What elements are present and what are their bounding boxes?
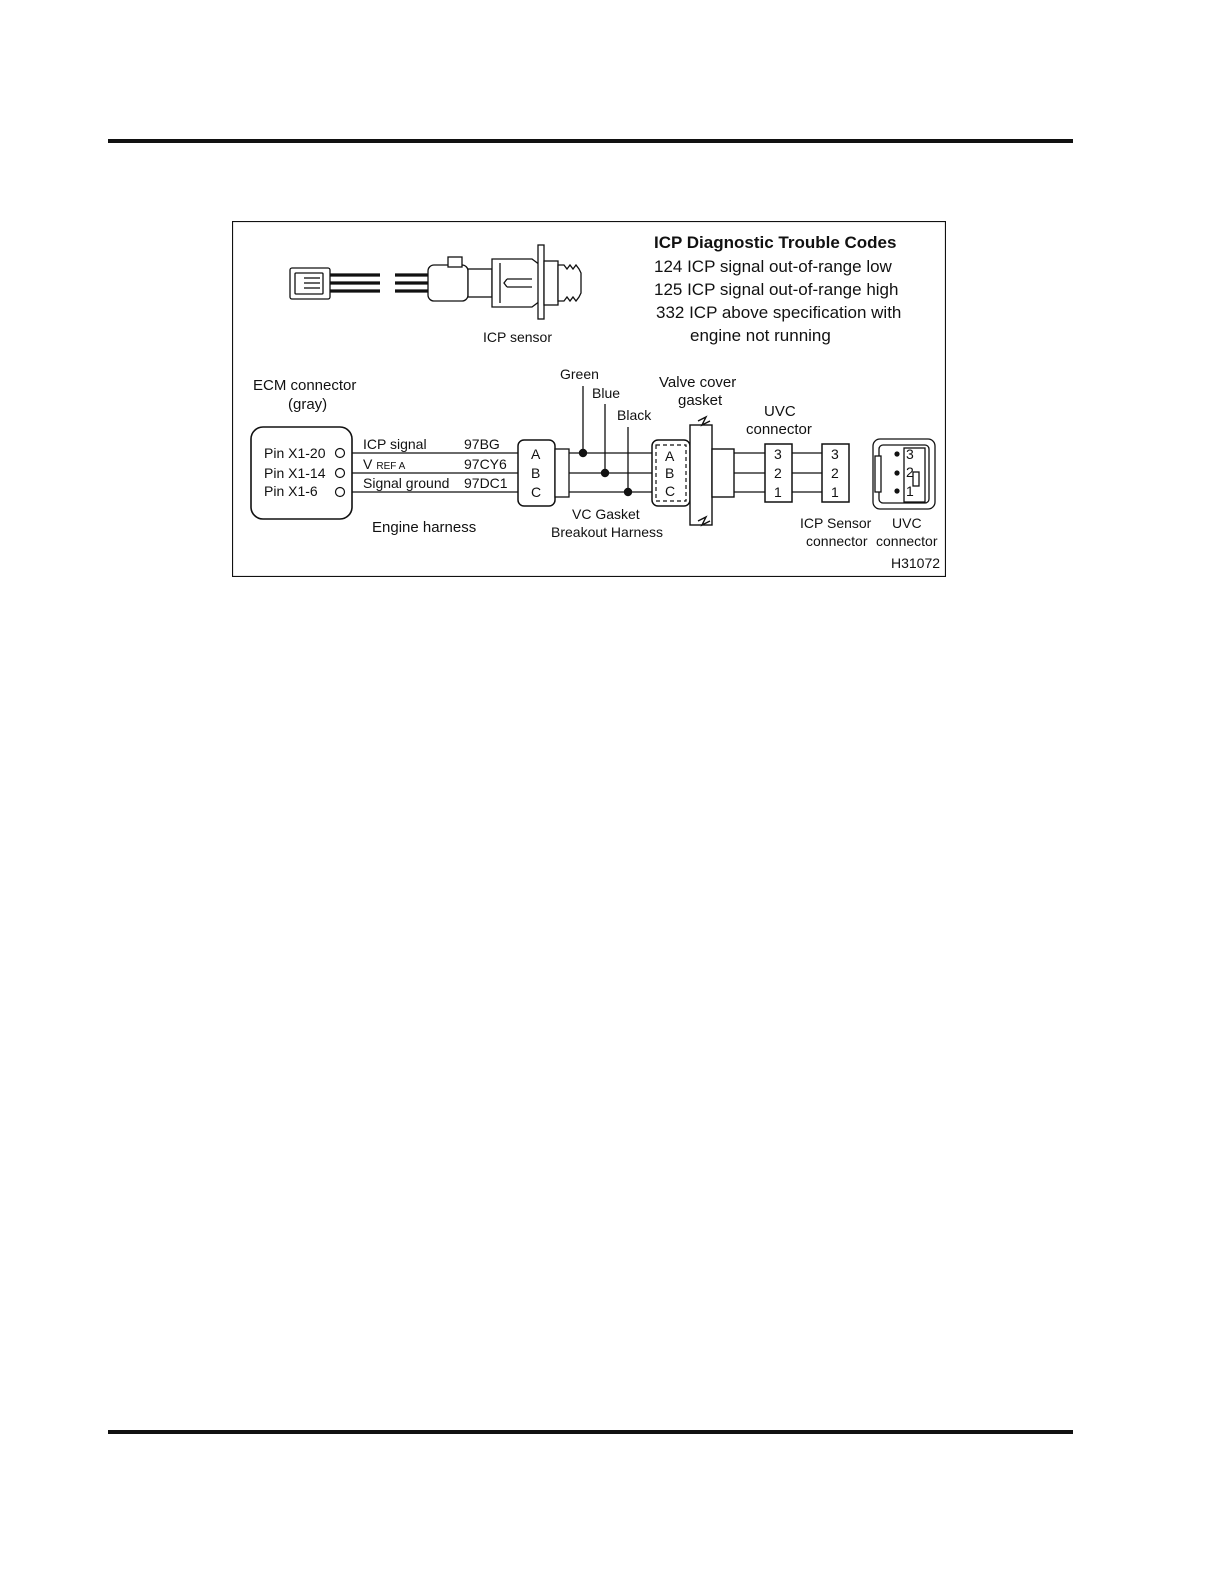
gasket-label-line2: gasket <box>678 392 723 409</box>
uvc-face-pin-2: 2 <box>906 464 914 480</box>
uvc-top-label-line1: UVC <box>764 403 796 420</box>
uvc-pin-1: 1 <box>774 484 782 500</box>
icp-sensor-connector-label-line2: connector <box>806 533 868 549</box>
dtc-code-332: 332 ICP above specification with <box>656 303 901 322</box>
icp-sensor-drawing <box>289 244 582 320</box>
uvc-connector-face <box>872 438 936 510</box>
icp-sensor-connector-block <box>821 443 850 503</box>
black-tap-dot <box>623 487 633 497</box>
engine-harness-label: Engine harness <box>372 519 476 536</box>
valve-cover-gasket-wall <box>689 415 735 527</box>
icp-sensor-pin-1: 1 <box>831 484 839 500</box>
wire-black-label: Black <box>617 407 652 423</box>
dtc-code-125: 125 ICP signal out-of-range high <box>654 280 898 299</box>
dtc-code-332-cont: engine not running <box>690 326 831 345</box>
gasket-label-line1: Valve cover <box>659 374 736 391</box>
pin-x1-14-terminal <box>334 467 346 479</box>
icp-sensor-pin-2: 2 <box>831 465 839 481</box>
icp-sensor-label: ICP sensor <box>483 329 552 345</box>
circuit-icp-signal-label: ICP signal <box>363 436 427 452</box>
breakout-1-pin-b: B <box>531 465 540 481</box>
uvc-pin-2: 2 <box>774 465 782 481</box>
dtc-code-124: 124 ICP signal out-of-range low <box>654 257 893 276</box>
ecm-pin-x1-14: Pin X1-14 <box>264 465 326 481</box>
ecm-pin-x1-6: Pin X1-6 <box>264 483 318 499</box>
green-tap-dot <box>578 448 588 458</box>
breakout-harness-label-line2: Breakout Harness <box>551 524 663 540</box>
bottom-rule <box>108 1430 1073 1434</box>
uvc-bottom-label-line2: connector <box>876 533 938 549</box>
ecm-connector-title: ECM connector <box>253 377 356 394</box>
uvc-pin-3: 3 <box>774 446 782 462</box>
uvc-top-label-line2: connector <box>746 421 812 438</box>
circuit-vref-code: 97CY6 <box>464 456 507 472</box>
uvc-face-pin-1: 1 <box>906 483 914 499</box>
top-rule <box>108 139 1073 143</box>
figure-id: H31072 <box>891 555 940 571</box>
uvc-bottom-label-line1: UVC <box>892 515 922 531</box>
icp-sensor-pin-3: 3 <box>831 446 839 462</box>
gasket-pin-b: B <box>665 465 674 481</box>
circuit-icp-signal-code: 97BG <box>464 436 500 452</box>
figure-frame <box>231 220 947 578</box>
breakout-1-pin-c: C <box>531 484 541 500</box>
ecm-connector-subtitle: (gray) <box>288 396 327 413</box>
pin-x1-6-terminal <box>334 486 346 498</box>
wire-green-label: Green <box>560 366 599 382</box>
uvc-face-pin-3: 3 <box>906 446 914 462</box>
breakout-harness-label-line1: VC Gasket <box>572 506 640 522</box>
dtc-title: ICP Diagnostic Trouble Codes <box>654 233 896 252</box>
wire-blue-label: Blue <box>592 385 620 401</box>
circuit-signal-ground-code: 97DC1 <box>464 475 508 491</box>
pin-x1-20-terminal <box>334 447 346 459</box>
circuit-signal-ground-label: Signal ground <box>363 475 449 491</box>
icp-sensor-connector-label-line1: ICP Sensor <box>800 515 872 531</box>
breakout-1-pin-a: A <box>531 446 541 462</box>
ecm-pin-x1-20: Pin X1-20 <box>264 445 326 461</box>
icp-wiring-diagram: ICP sensor ICP Diagnostic Trouble Codes … <box>231 220 947 578</box>
gasket-pin-c: C <box>665 483 675 499</box>
blue-tap-dot <box>600 468 610 478</box>
gasket-pin-a: A <box>665 448 675 464</box>
